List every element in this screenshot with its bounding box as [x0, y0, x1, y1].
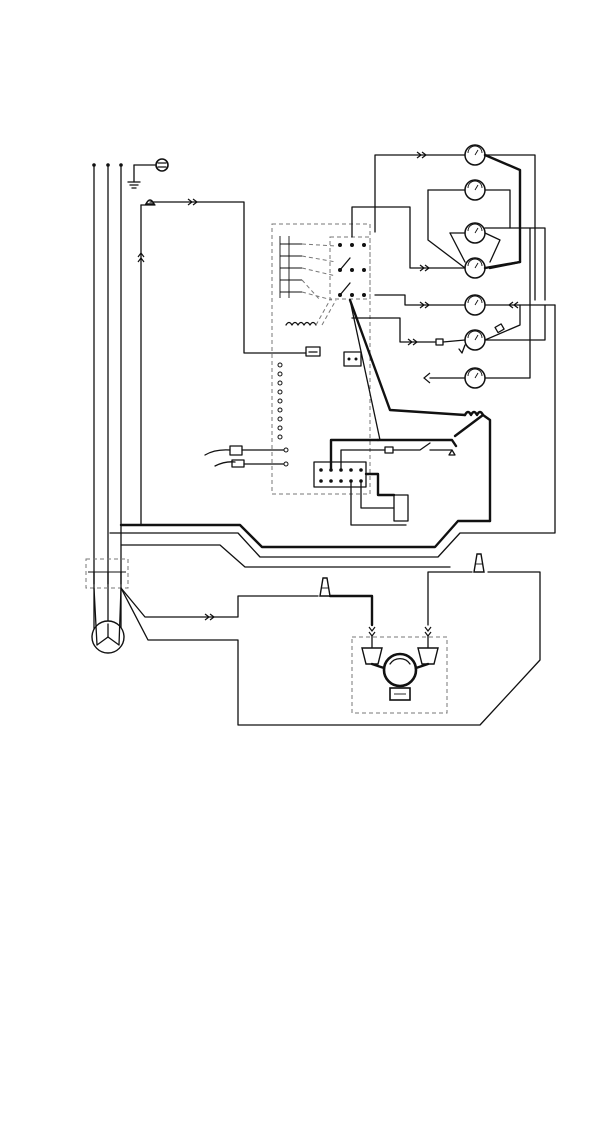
sensor-probes — [205, 446, 288, 467]
thermostat-4 — [465, 258, 485, 278]
motor-assembly — [352, 627, 447, 713]
relay-icon — [394, 495, 408, 521]
indicator-lamps — [278, 363, 282, 439]
power-supply-lines — [92, 163, 123, 630]
motor-terminal-right-icon — [418, 648, 438, 664]
lower-terminal-block — [86, 559, 128, 588]
fuse-icon — [495, 324, 504, 333]
thermostats — [465, 145, 485, 388]
wire-nut-1-icon — [320, 578, 330, 596]
arrow-icon — [425, 627, 431, 636]
thermostat-2 — [465, 180, 485, 200]
probe-tip-icon — [459, 345, 465, 353]
motor-terminal-left-icon — [362, 648, 382, 664]
thermostat-3 — [465, 223, 485, 243]
ground-plug-icon — [156, 159, 168, 171]
sensor-wire — [138, 199, 306, 525]
heater-coil-icon — [465, 412, 483, 415]
ground-symbol — [128, 165, 155, 188]
terminal-strip — [314, 462, 366, 487]
fuse-icon — [385, 447, 393, 453]
arrow-icon — [369, 627, 375, 636]
thermostat-1 — [465, 145, 485, 165]
probe-connector-icon — [232, 460, 244, 467]
relay-terminals — [338, 243, 366, 297]
arrow-icon — [424, 373, 430, 383]
probe-tip-icon — [449, 450, 455, 455]
thermostat-wiring — [352, 152, 555, 383]
wire-nut-2-icon — [474, 554, 484, 572]
return-wires — [110, 305, 555, 567]
fuse-icon — [436, 339, 443, 345]
thermostat-7 — [465, 368, 485, 388]
switch-bank — [280, 236, 336, 300]
terminal-block-enclosure — [86, 559, 128, 588]
thermostat-6 — [465, 330, 485, 350]
control-panel — [205, 224, 370, 494]
connector-block-icon — [344, 352, 361, 366]
terminal-wiring — [331, 440, 456, 525]
relay-coil-icon — [286, 323, 316, 326]
probe-connector-icon — [230, 446, 242, 455]
thermostat-5 — [465, 295, 485, 315]
